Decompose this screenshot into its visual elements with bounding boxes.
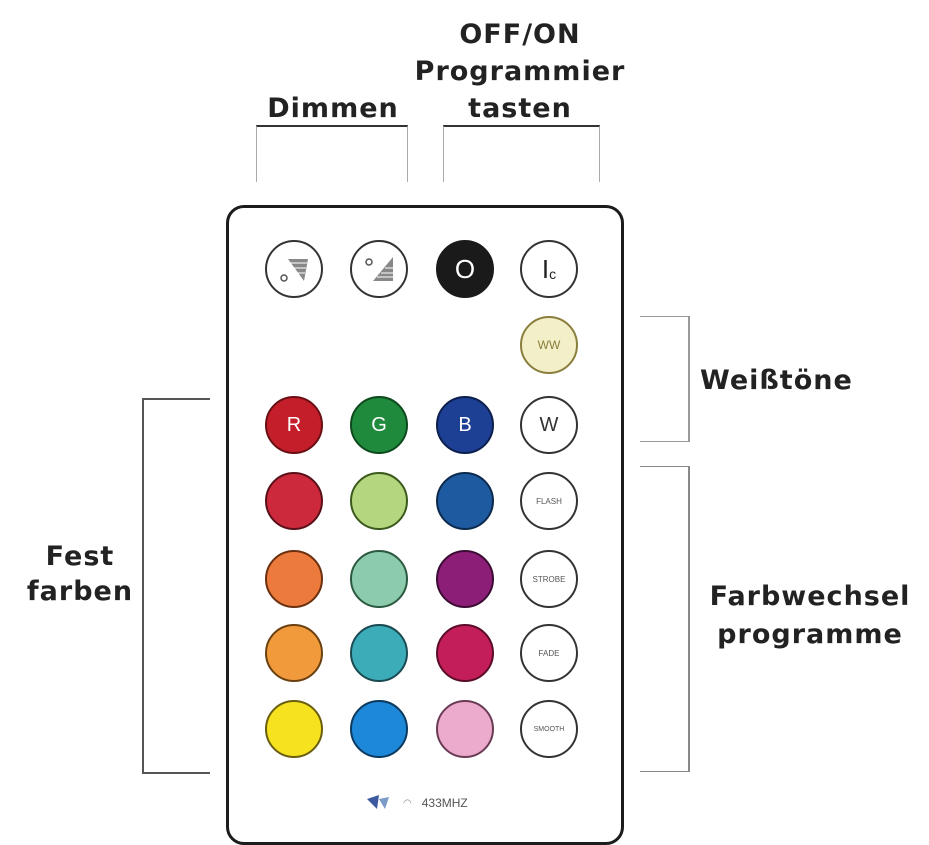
strobe-button[interactable]: STROBE <box>520 550 578 608</box>
off-button[interactable]: O <box>436 240 494 298</box>
flash-button[interactable]: FLASH <box>520 472 578 530</box>
label-programme: programme <box>717 619 903 650</box>
red-button[interactable]: R <box>265 396 323 454</box>
bracket-programmier <box>443 125 600 182</box>
label-off-on: OFF/ON <box>459 19 581 50</box>
label-tasten: tasten <box>468 93 572 124</box>
bracket-weisstoene <box>640 316 690 442</box>
color-button-purple[interactable] <box>436 550 494 608</box>
dim-down-icon <box>280 259 308 282</box>
bracket-dimmen <box>256 125 408 182</box>
label-dimmen: Dimmen <box>267 93 399 124</box>
label-programmier: Programmier <box>414 56 626 87</box>
color-button-mint[interactable] <box>350 550 408 608</box>
on-label: I <box>541 253 550 284</box>
color-button-crimson[interactable] <box>436 624 494 682</box>
dim-up-button[interactable] <box>350 240 408 298</box>
color-button-light-orange[interactable] <box>265 624 323 682</box>
fade-button[interactable]: FADE <box>520 624 578 682</box>
smooth-button[interactable]: SMOOTH <box>520 700 578 758</box>
remote-footer: ◠ 433MHZ <box>367 795 468 811</box>
color-button-teal[interactable] <box>350 624 408 682</box>
color-button-light-green[interactable] <box>350 472 408 530</box>
color-button-orange[interactable] <box>265 550 323 608</box>
color-button-sky-blue[interactable] <box>350 700 408 758</box>
label-farben: farben <box>26 576 134 607</box>
color-button-red[interactable] <box>265 472 323 530</box>
blue-button[interactable]: B <box>436 396 494 454</box>
label-farbwechsel: Farbwechsel <box>709 581 911 612</box>
green-button[interactable]: G <box>350 396 408 454</box>
wireless-icon: ◠ <box>403 797 412 809</box>
frequency-label: 433MHZ <box>421 796 468 810</box>
logo-icon <box>367 795 389 809</box>
label-fest: Fest <box>45 541 115 572</box>
warm-white-button[interactable]: WW <box>520 316 578 374</box>
color-button-pink[interactable] <box>436 700 494 758</box>
bracket-fest-farben <box>142 398 210 774</box>
on-sub-label: c <box>549 266 557 282</box>
label-weisstoene: Weißtöne <box>700 365 853 396</box>
dim-up-icon <box>365 257 393 281</box>
bracket-farbwechsel <box>640 466 690 772</box>
color-button-yellow[interactable] <box>265 700 323 758</box>
dim-down-button[interactable] <box>265 240 323 298</box>
color-button-dark-blue[interactable] <box>436 472 494 530</box>
white-button[interactable]: W <box>520 396 578 454</box>
